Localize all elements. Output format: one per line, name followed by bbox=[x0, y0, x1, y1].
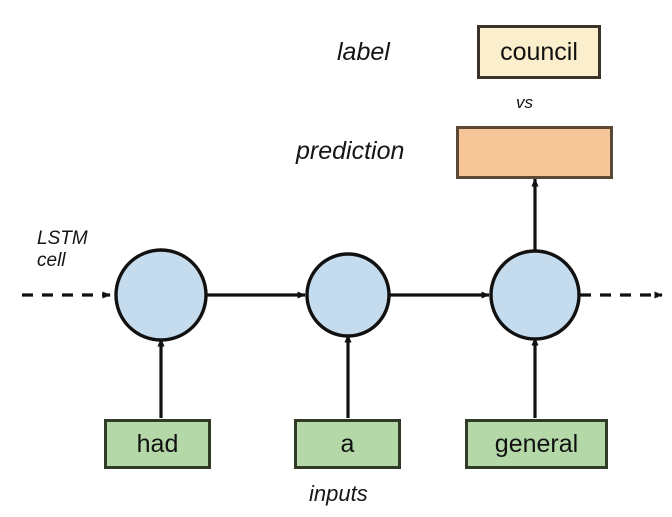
lstm-cell-1[interactable] bbox=[114, 248, 208, 342]
prediction-annotation: prediction bbox=[296, 137, 405, 165]
prediction-box[interactable] bbox=[456, 126, 613, 179]
input-box-general[interactable]: general bbox=[465, 419, 608, 469]
vs-annotation: vs bbox=[516, 93, 533, 112]
input-box-had[interactable]: had bbox=[104, 419, 211, 469]
lstm-annotation-line1: LSTM bbox=[37, 228, 88, 249]
lstm-cell-3[interactable] bbox=[489, 249, 581, 341]
input-box-a[interactable]: a bbox=[294, 419, 401, 469]
inputs-annotation: inputs bbox=[309, 481, 368, 506]
lstm-annotation-line2: cell bbox=[37, 250, 66, 272]
lstm-cell-2[interactable] bbox=[305, 252, 391, 338]
label-box[interactable]: council bbox=[477, 25, 601, 79]
label-annotation: label bbox=[337, 38, 390, 66]
